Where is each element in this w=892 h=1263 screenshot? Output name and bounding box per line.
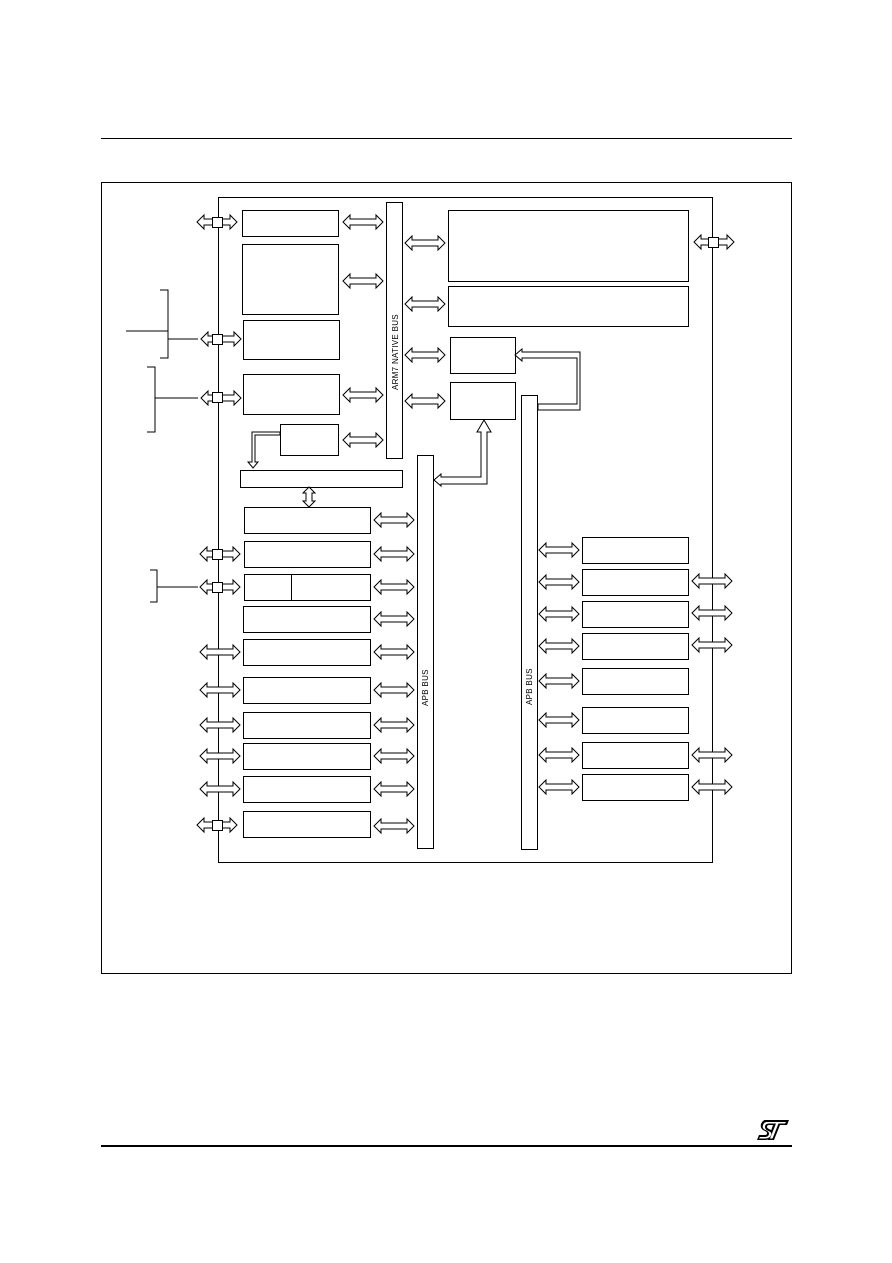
arrow-block2-native [342,273,384,289]
block-right-small-2 [450,382,516,420]
connector-apb1-small2 [433,419,492,488]
pin-box-apb1-3 [212,582,223,593]
apb1-block-10 [243,811,371,838]
arrow-native-mem2 [404,296,446,312]
chip-boundary [218,197,713,863]
arrow-apb1-4 [373,611,415,627]
pin-box-1 [212,217,223,228]
apb1-block-9 [243,776,371,803]
block-left-1 [242,210,339,237]
arrow-block4-native [342,387,384,403]
arrow-apb2-6 [538,712,580,728]
arm7-native-bus-label: ARM7 NATIVE BUS [391,314,400,390]
block-left-3 [243,320,340,360]
pin-box-mem [708,237,719,248]
block-right-small-1 [450,337,516,374]
block-right-memory-1 [448,210,689,282]
apb1-block-4 [243,606,371,633]
connector-small1-apb2 [514,347,581,411]
pin-box-2 [212,334,223,345]
apb1-block-3 [244,574,371,601]
apb-bus-1 [417,455,434,849]
block-left-4 [243,374,340,415]
apb1-block-1 [244,507,371,534]
apb2-block-7 [582,742,689,769]
footer-rule [101,1145,792,1147]
pin-box-apb1-2 [212,549,223,560]
header-rule [101,138,792,139]
apb-bus-2-label: APB BUS [525,668,534,705]
arrow-apb1-5 [373,644,415,660]
apb1-block-6 [243,677,371,704]
arrow-apb1-6 [373,682,415,698]
apb1-block-8 [243,743,371,770]
arrow-apb1-9 [373,781,415,797]
arrow-native-mem1 [404,235,446,251]
external-bracket-2 [147,366,156,433]
arrow-native-small1 [404,347,446,363]
external-bracket-1 [160,289,169,359]
block-left-5 [280,424,339,456]
arrow-native-small2 [404,393,446,409]
apb2-block-8 [582,774,689,801]
apb2-block-2 [582,569,689,596]
arrow-bridge-vertical [302,486,316,508]
arrow-apb1-2 [373,546,415,562]
arm7-native-bus [386,202,403,459]
arrow-apb1-10 [373,818,415,834]
block-right-memory-2 [448,286,689,327]
arrow-block5-native [342,432,384,448]
apb2-block-1 [582,537,689,564]
arrow-apb2-5 [538,673,580,689]
external-bracket-3 [150,569,158,603]
apb2-block-5 [582,668,689,695]
figure-frame [101,182,792,974]
arrow-apb1-3 [373,579,415,595]
st-logo-icon [757,1120,789,1140]
block-left-2 [242,244,339,315]
arrow-ext-apb1-5 [199,644,241,660]
arrow-apb2-4 [538,638,580,654]
arrow-apb1-7 [373,717,415,733]
apb-bus-1-label: APB BUS [421,669,430,706]
arrow-block1-native [342,214,384,230]
apb1-block-5 [243,639,371,666]
apb2-block-4 [582,633,689,660]
arrow-block5-bridge [246,431,281,469]
pin-box-apb1-10 [212,820,223,831]
apb2-block-3 [582,601,689,628]
arrow-ext-apb1-7 [199,717,241,733]
arrow-apb1-8 [373,748,415,764]
apb2-block-6 [582,707,689,734]
arrow-apb1-1 [373,512,415,528]
arrow-apb2-8 [538,779,580,795]
arrow-apb2-1 [538,542,580,558]
arrow-ext-apb1-9 [199,781,241,797]
apb1-block-7 [243,712,371,739]
arrow-apb2-2 [538,574,580,590]
arrow-ext-apb1-6 [199,682,241,698]
arrow-ext-apb1-8 [199,748,241,764]
bridge-bar [240,470,403,488]
apb1-block-2 [244,541,371,568]
apb-bus-2 [521,395,538,850]
pin-box-3 [212,392,223,403]
arrow-apb2-7 [538,747,580,763]
arrow-apb2-3 [538,606,580,622]
